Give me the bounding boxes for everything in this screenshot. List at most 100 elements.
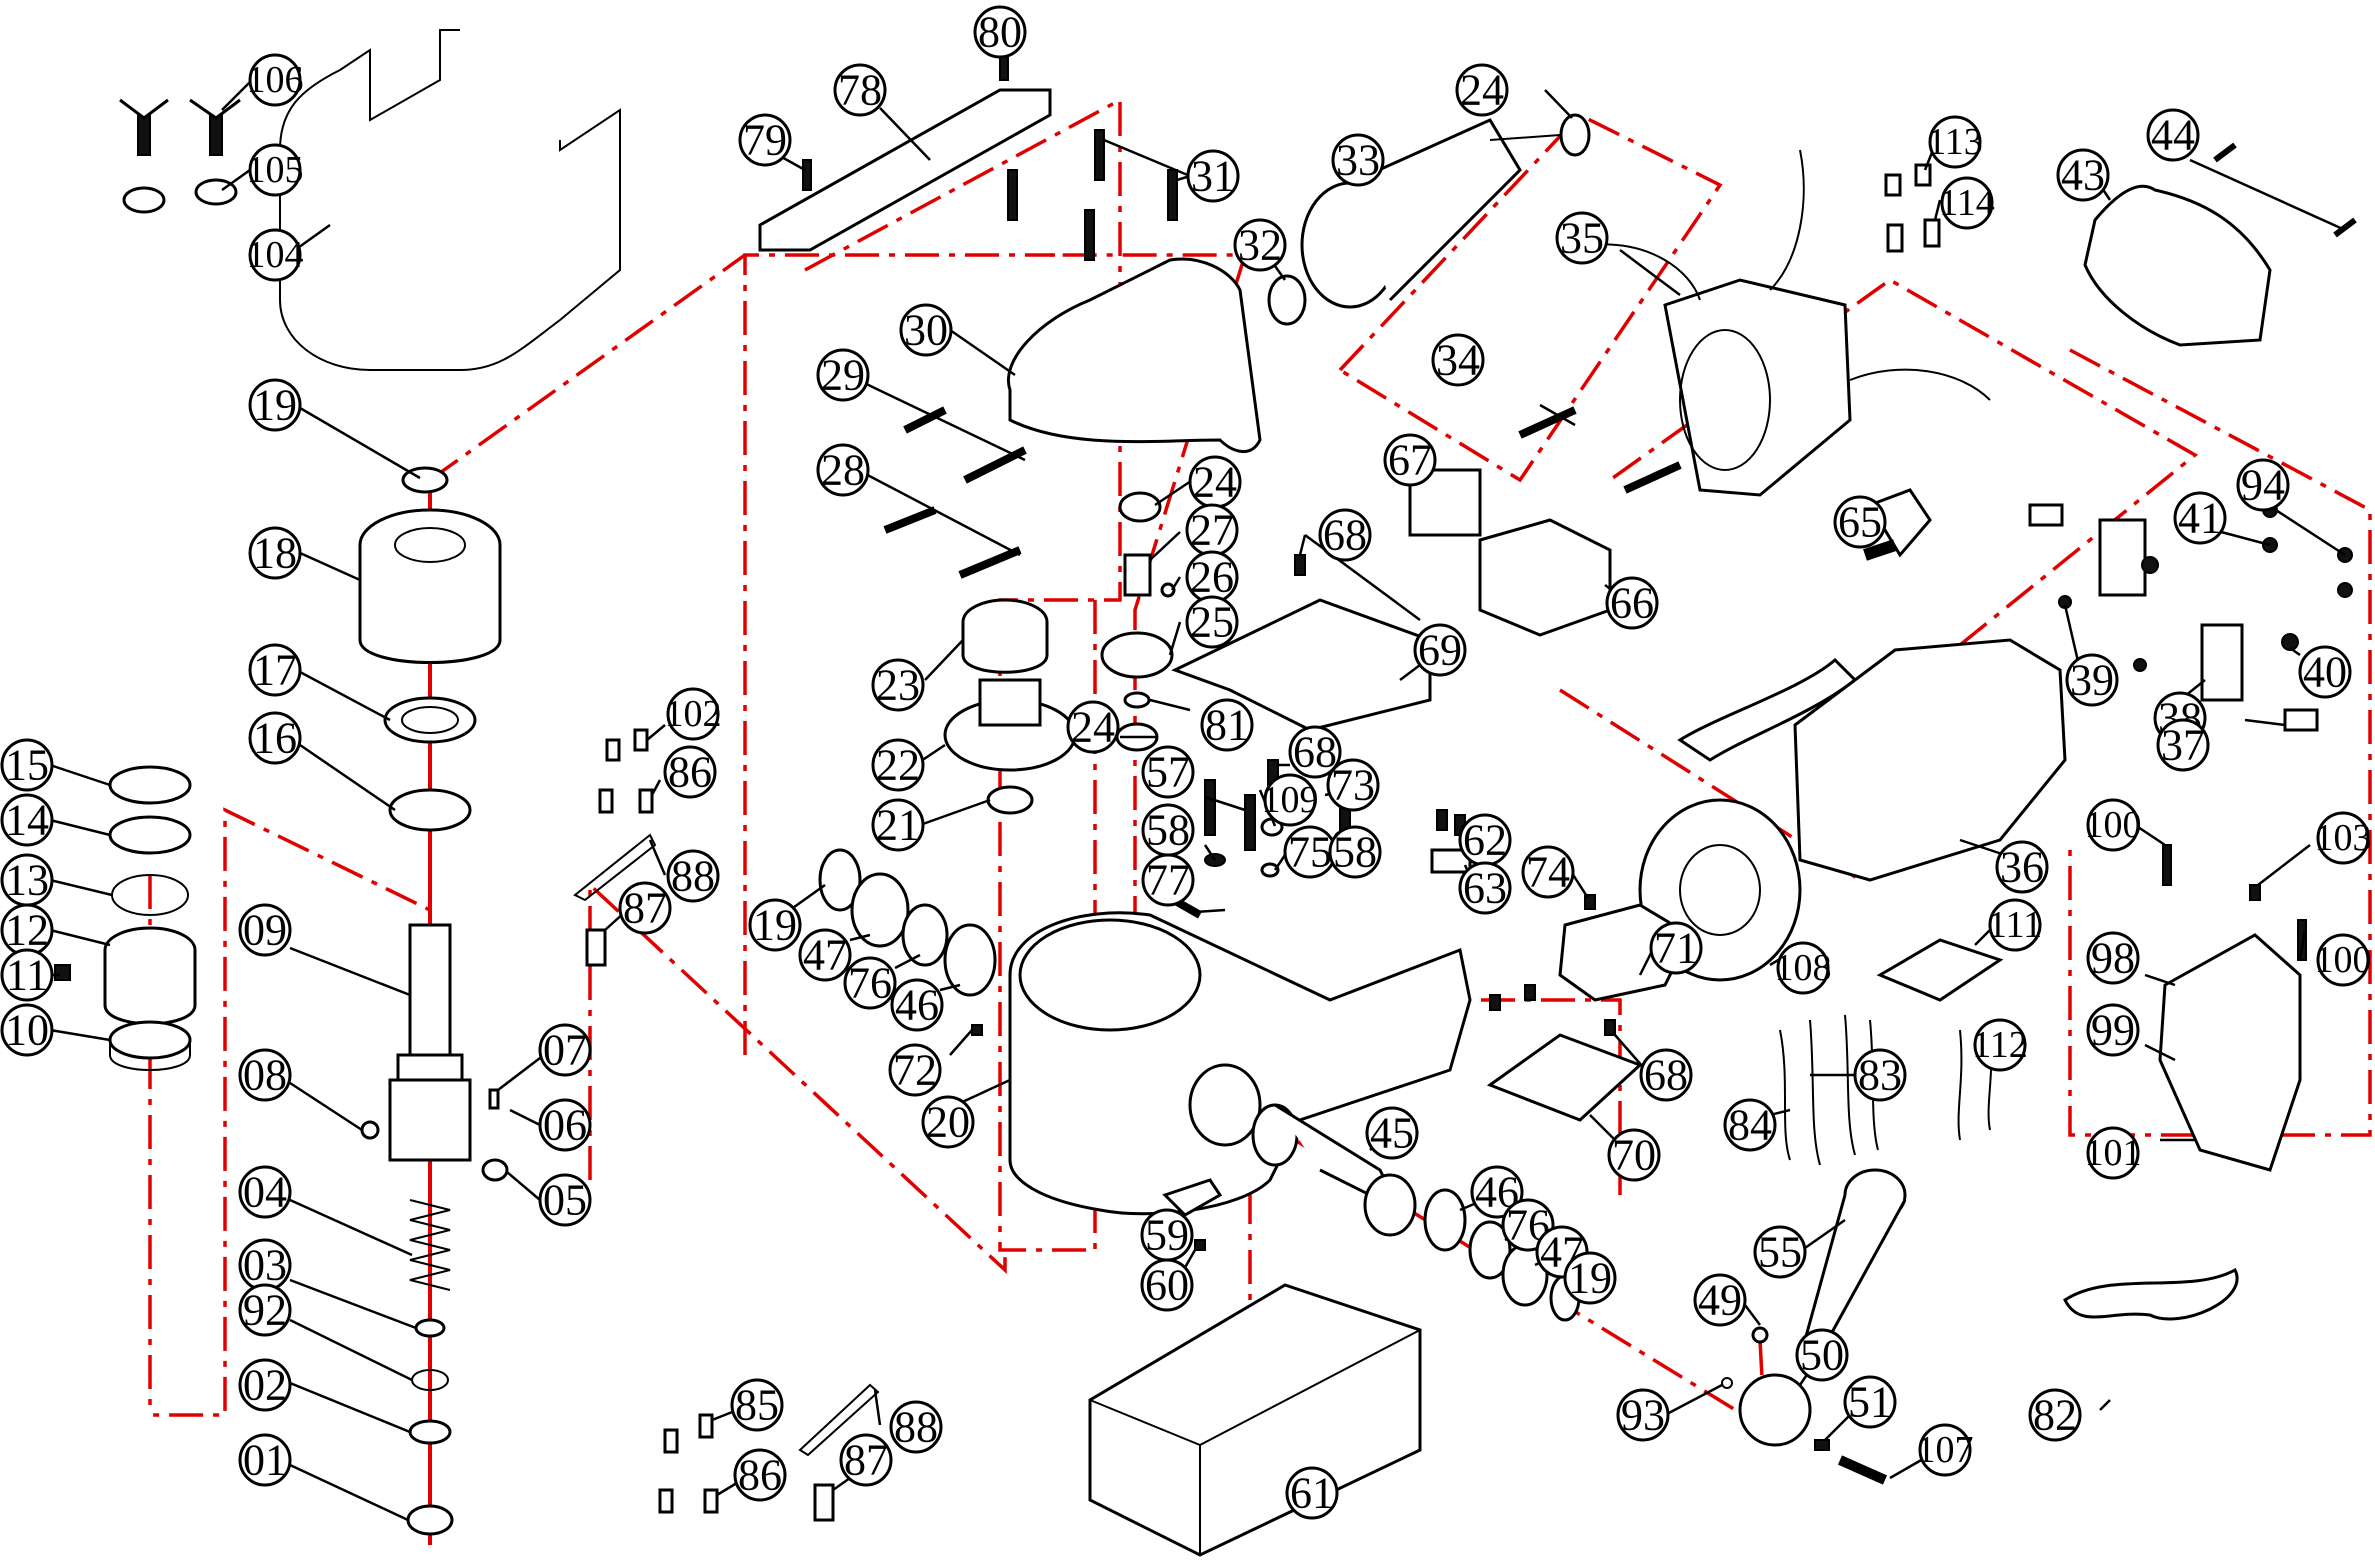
callout-47-left: 47: [798, 928, 852, 982]
svg-text:80: 80: [978, 8, 1022, 57]
screw-31a: [1007, 169, 1018, 221]
connector-87b: [813, 1483, 835, 1522]
shaft-45: [1251, 1103, 1417, 1237]
callout-32: 32: [1233, 218, 1287, 272]
terminals-114: [1886, 218, 1941, 253]
callout-69: 69: [1413, 623, 1467, 677]
svg-text:28: 28: [821, 446, 865, 495]
screw-31d: [1167, 169, 1178, 221]
svg-text:60: 60: [1145, 1261, 1189, 1310]
washer-02: [408, 1419, 452, 1445]
ball-08: [360, 1120, 380, 1140]
callout-34: 34: [1431, 333, 1485, 387]
callout-98: 98: [2086, 931, 2140, 985]
spindle-09: [388, 923, 472, 1162]
callout-66: 66: [1605, 576, 1659, 630]
seal-21: [986, 785, 1034, 815]
svg-text:87: 87: [623, 884, 667, 933]
callout-73: 73: [1326, 758, 1380, 812]
terminal-102b: [633, 728, 649, 752]
callout-107: 107: [1917, 1423, 1974, 1477]
svg-text:73: 73: [1331, 761, 1375, 810]
callout-94: 94: [2236, 458, 2290, 512]
clamp-98-101: [2158, 933, 2302, 1172]
svg-text:36: 36: [2000, 843, 2044, 892]
terminal-86a: [598, 788, 614, 814]
callout-24-low: 24: [1066, 700, 1120, 754]
callout-14: 14: [0, 793, 54, 847]
callout-113: 113: [1927, 115, 1983, 169]
svg-text:20: 20: [926, 1098, 970, 1147]
callout-92: 92: [238, 1283, 292, 1337]
svg-text:24: 24: [1460, 66, 1504, 115]
callout-24-mid: 24: [1188, 455, 1242, 509]
svg-text:92: 92: [243, 1286, 287, 1335]
callout-81: 81: [1200, 698, 1254, 752]
axis-board: [1315, 998, 1622, 1195]
svg-text:23: 23: [876, 661, 920, 710]
pin-05: [481, 1158, 509, 1182]
hex-key-88a: [573, 833, 657, 902]
svg-text:76: 76: [848, 959, 892, 1008]
callout-84: 84: [1723, 1098, 1777, 1152]
spring-41: [2141, 556, 2159, 574]
svg-text:33: 33: [1336, 136, 1380, 185]
callout-106: 106: [247, 53, 304, 107]
svg-text:50: 50: [1800, 1331, 1844, 1380]
pin-11: [54, 964, 71, 981]
callout-99: 99: [2086, 1003, 2140, 1057]
callout-22: 22: [871, 738, 925, 792]
svg-text:98: 98: [2091, 934, 2135, 983]
brush-holder-38: [2200, 623, 2244, 702]
callout-07: 07: [538, 1023, 592, 1077]
svg-text:61: 61: [1290, 1469, 1334, 1518]
svg-text:68: 68: [1323, 511, 1367, 560]
callout-85: 85: [730, 1378, 784, 1432]
pin-07: [488, 1088, 500, 1110]
callout-57: 57: [1141, 745, 1195, 799]
screw-100a: [2162, 844, 2172, 886]
svg-text:103: 103: [2315, 817, 2372, 859]
svg-text:81: 81: [1205, 701, 1249, 750]
callout-44: 44: [2146, 108, 2200, 162]
callout-68-top: 68: [1318, 508, 1372, 562]
capacitor-66: [1478, 518, 1612, 637]
svg-text:19: 19: [253, 381, 297, 430]
svg-text:16: 16: [253, 714, 297, 763]
callout-65: 65: [1833, 495, 1887, 549]
svg-text:101: 101: [2085, 1132, 2142, 1174]
svg-text:11: 11: [6, 951, 48, 1000]
svg-text:63: 63: [1463, 864, 1507, 913]
gear-22: [943, 678, 1077, 772]
svg-text:09: 09: [243, 906, 287, 955]
svg-text:32: 32: [1238, 221, 1282, 270]
bushing-46-left: [943, 923, 997, 997]
svg-text:18: 18: [253, 529, 297, 578]
callout-104: 104: [247, 228, 304, 282]
set-screw-103: [2249, 884, 2261, 901]
plug-03: [414, 1318, 446, 1338]
svg-text:15: 15: [5, 741, 49, 790]
axis-chuck-guide: [588, 880, 1007, 1275]
axis-spindle-link: [428, 253, 747, 482]
callout-55: 55: [1753, 1225, 1807, 1279]
gear-cover-30: [1007, 257, 1262, 453]
svg-text:86: 86: [738, 1451, 782, 1500]
hub-50: [1738, 1373, 1812, 1447]
hex-key-88b: [798, 1383, 880, 1457]
svg-text:83: 83: [1858, 1051, 1902, 1100]
screw-62a: [1436, 809, 1448, 831]
screw-68-low-c: [1604, 1019, 1616, 1036]
callout-23: 23: [871, 658, 925, 712]
svg-text:08: 08: [243, 1051, 287, 1100]
svg-text:05: 05: [543, 1176, 587, 1225]
callout-62: 62: [1458, 813, 1512, 867]
callout-88-bottom: 88: [889, 1400, 943, 1454]
key-26: [1160, 582, 1176, 598]
callout-60: 60: [1140, 1258, 1194, 1312]
ring-14: [108, 815, 192, 855]
svg-text:62: 62: [1463, 816, 1507, 865]
callout-15: 15: [0, 738, 54, 792]
svg-text:29: 29: [821, 351, 865, 400]
callout-61: 61: [1285, 1466, 1339, 1520]
